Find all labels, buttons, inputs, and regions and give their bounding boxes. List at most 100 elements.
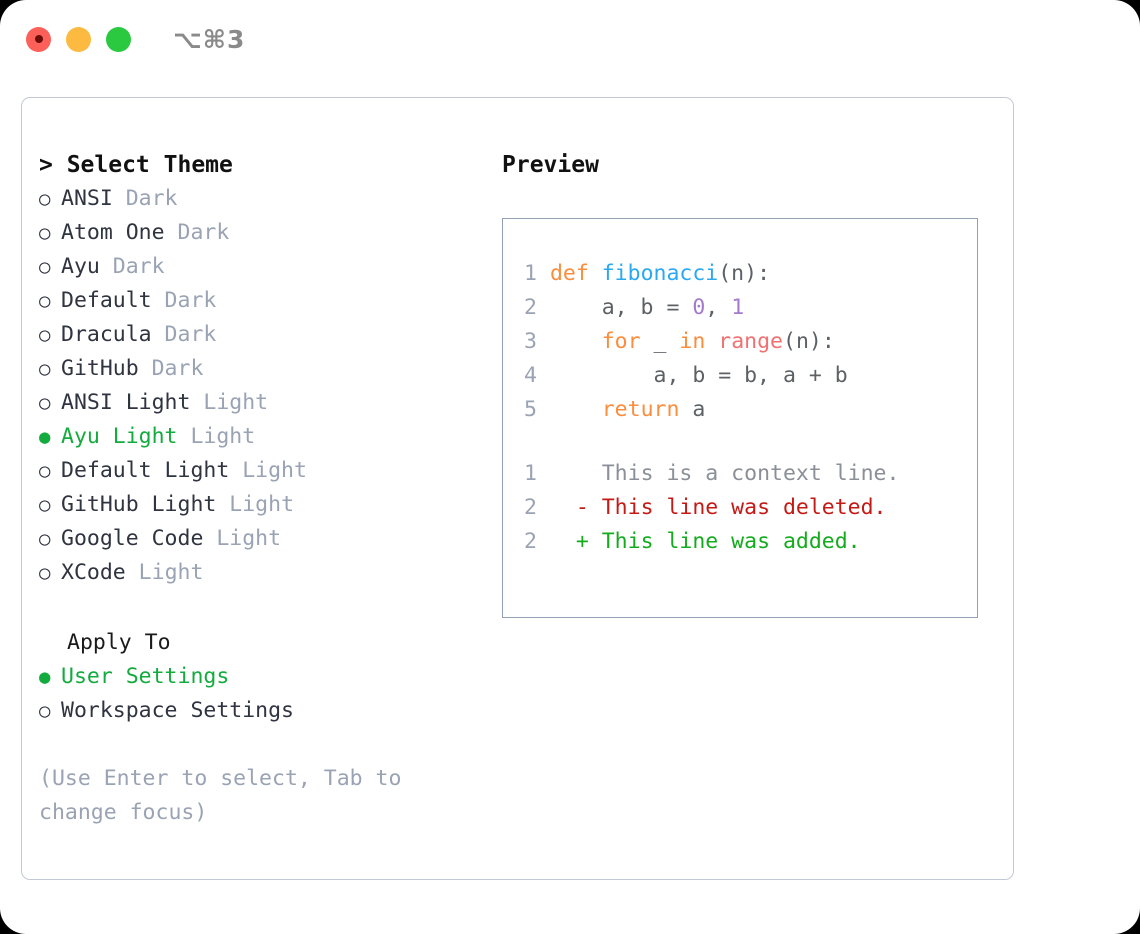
radio-selected-icon: ● <box>39 426 51 448</box>
code-token-plain: (n): <box>718 261 771 286</box>
theme-option-ayu-light[interactable]: ●Ayu Light Light <box>39 420 479 454</box>
radio-unselected-icon: ○ <box>39 528 51 550</box>
code-token-plain: _ <box>640 329 680 354</box>
theme-option-label: ANSI Light <box>61 390 191 415</box>
theme-option-default-light[interactable]: ○ Default Light Light <box>39 454 479 488</box>
theme-option-google-code[interactable]: ○ Google Code Light <box>39 522 479 556</box>
diff-text: This line was added. <box>601 529 861 554</box>
apply-to-option-label: User Settings <box>61 664 230 689</box>
theme-option-label: GitHub Light <box>61 492 217 517</box>
keyboard-hint-text: (Use Enter to select, Tab to change focu… <box>39 766 402 825</box>
theme-variant-tag: Dark <box>151 322 217 347</box>
radio-unselected-icon: ○ <box>39 392 51 414</box>
line-number: 4 <box>524 363 537 388</box>
window-controls <box>26 26 131 52</box>
diff-marker: + <box>537 529 602 554</box>
theme-variant-tag: Light <box>216 492 295 517</box>
minimize-button[interactable] <box>66 26 91 52</box>
code-token-plain <box>550 329 602 354</box>
theme-option-ayu[interactable]: ○ Ayu Dark <box>39 250 479 284</box>
radio-unselected-icon: ○ <box>39 290 51 312</box>
theme-variant-tag: Dark <box>164 220 230 245</box>
code-line: 4 a, b = b, a + b <box>515 359 977 393</box>
theme-option-label: Ayu Light <box>61 424 178 449</box>
theme-list[interactable]: ○ANSI Dark○Atom One Dark○Ayu Dark○Defaul… <box>39 182 479 590</box>
theme-variant-tag: Light <box>125 560 204 585</box>
diff-line-del: 2 - This line was deleted. <box>515 491 977 525</box>
code-token-num: 1 <box>731 295 745 320</box>
code-diff-separator <box>515 427 977 457</box>
code-token-plain <box>705 329 718 354</box>
code-line: 1 def fibonacci(n): <box>515 257 977 291</box>
radio-unselected-icon: ○ <box>39 188 51 210</box>
theme-option-label: Atom One <box>61 220 165 245</box>
radio-unselected-icon: ○ <box>39 460 51 482</box>
theme-option-label: Default <box>61 288 152 313</box>
theme-variant-tag: Dark <box>138 356 204 381</box>
code-line: 2 a, b = 0, 1 <box>515 291 977 325</box>
line-number: 1 <box>524 261 537 286</box>
code-token-plain: a, b = b, a + b <box>549 363 848 388</box>
diff-marker: - <box>537 495 602 520</box>
radio-unselected-icon: ○ <box>39 358 51 380</box>
theme-option-label: Ayu <box>61 254 100 279</box>
theme-option-github[interactable]: ○GitHub Dark <box>39 352 479 386</box>
theme-option-atom-one[interactable]: ○ Atom One Dark <box>39 216 479 250</box>
code-token-plain: , <box>705 295 732 320</box>
select-theme-title: > Select Theme <box>39 152 233 178</box>
maximize-button[interactable] <box>106 26 131 52</box>
code-line: 3 for _ in range(n): <box>515 325 977 359</box>
radio-unselected-icon: ○ <box>39 324 51 346</box>
theme-option-ansi-light[interactable]: ○ANSI Light Light <box>39 386 479 420</box>
shortcut-label: ⌥⌘3 <box>173 24 246 54</box>
theme-variant-tag: Dark <box>99 254 165 279</box>
line-number: 1 <box>524 461 537 486</box>
apply-to-section: Apply To ● User Settings ○Workspace Settin… <box>39 626 479 728</box>
theme-variant-tag: Light <box>229 458 307 483</box>
code-token-kw: in <box>679 329 706 354</box>
theme-option-ansi[interactable]: ○ANSI Dark <box>39 182 479 216</box>
apply-to-list[interactable]: ● User Settings ○Workspace Settings <box>39 660 479 728</box>
line-number: 5 <box>524 397 537 422</box>
radio-unselected-icon: ○ <box>39 222 51 244</box>
theme-option-label: Default Light <box>61 458 230 483</box>
theme-picker-panel: > Select Theme ○ANSI Dark○Atom One Dark○… <box>21 97 1014 880</box>
line-number: 2 <box>524 295 537 320</box>
code-token-kw: for <box>601 329 641 354</box>
theme-option-default[interactable]: ○ Default Dark <box>39 284 479 318</box>
diff-text: This is a context line. <box>601 461 900 486</box>
radio-unselected-icon: ○ <box>39 494 51 516</box>
preview-column: Preview 1 def fibonacci(n):2 a, b = 0, 1… <box>502 148 992 618</box>
close-button[interactable] <box>26 26 51 52</box>
preview-title: Preview <box>502 152 599 178</box>
code-line: 5 return a <box>515 393 977 427</box>
code-token-kw: def <box>549 261 602 286</box>
apply-to-option-user-settings[interactable]: ● User Settings <box>39 660 479 694</box>
theme-selection-column: > Select Theme ○ANSI Dark○Atom One Dark○… <box>39 148 479 830</box>
apply-to-option-label: Workspace Settings <box>61 698 294 723</box>
code-token-plain: (n): <box>783 329 835 354</box>
diff-sample: 1 This is a context line. 2 - This line w… <box>515 457 977 559</box>
line-number: 3 <box>524 329 537 354</box>
diff-marker <box>537 461 602 486</box>
apply-to-heading: Apply To <box>67 630 171 655</box>
apply-to-option-workspace-settings[interactable]: ○Workspace Settings <box>39 694 479 728</box>
theme-option-xcode[interactable]: ○ XCode Light <box>39 556 479 590</box>
radio-selected-icon: ● <box>39 666 51 688</box>
theme-option-label: XCode <box>61 560 126 585</box>
code-token-call: range <box>718 329 783 354</box>
theme-variant-tag: Light <box>203 526 282 551</box>
theme-option-label: Google Code <box>61 526 204 551</box>
radio-unselected-icon: ○ <box>39 562 51 584</box>
radio-unselected-icon: ○ <box>39 256 51 278</box>
theme-option-dracula[interactable]: ○ Dracula Dark <box>39 318 479 352</box>
theme-option-label: Dracula <box>61 322 152 347</box>
theme-option-github-light[interactable]: ○ GitHub Light Light <box>39 488 479 522</box>
title-bar: ⌥⌘3 <box>0 0 1140 78</box>
theme-variant-tag: Dark <box>151 288 217 313</box>
theme-variant-tag: Dark <box>112 186 178 211</box>
code-token-plain: a, b = <box>549 295 693 320</box>
